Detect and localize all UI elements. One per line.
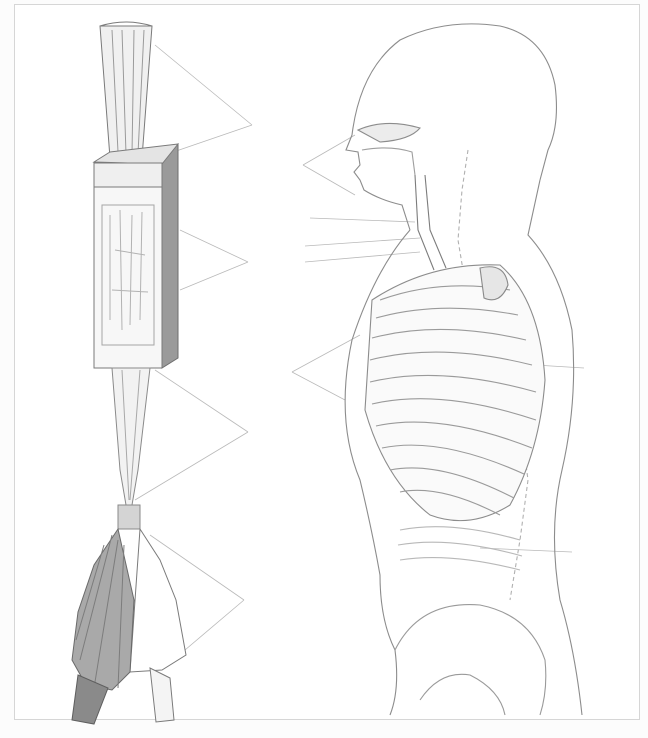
back-outline [528, 180, 582, 715]
model-box [94, 163, 162, 368]
diaphragm-muscle [398, 527, 522, 570]
model-bag-left [72, 529, 134, 690]
model-exit-right [150, 668, 174, 722]
human-torso [345, 24, 582, 715]
head-outline [352, 24, 556, 180]
model-box-side [162, 144, 178, 368]
pelvis [395, 605, 546, 715]
model-top-tube [100, 26, 152, 158]
rib-cage [365, 265, 545, 521]
airway [415, 175, 446, 270]
nasal-cavity [358, 123, 420, 142]
model-bag-right [130, 529, 186, 672]
lung-model [72, 22, 186, 724]
